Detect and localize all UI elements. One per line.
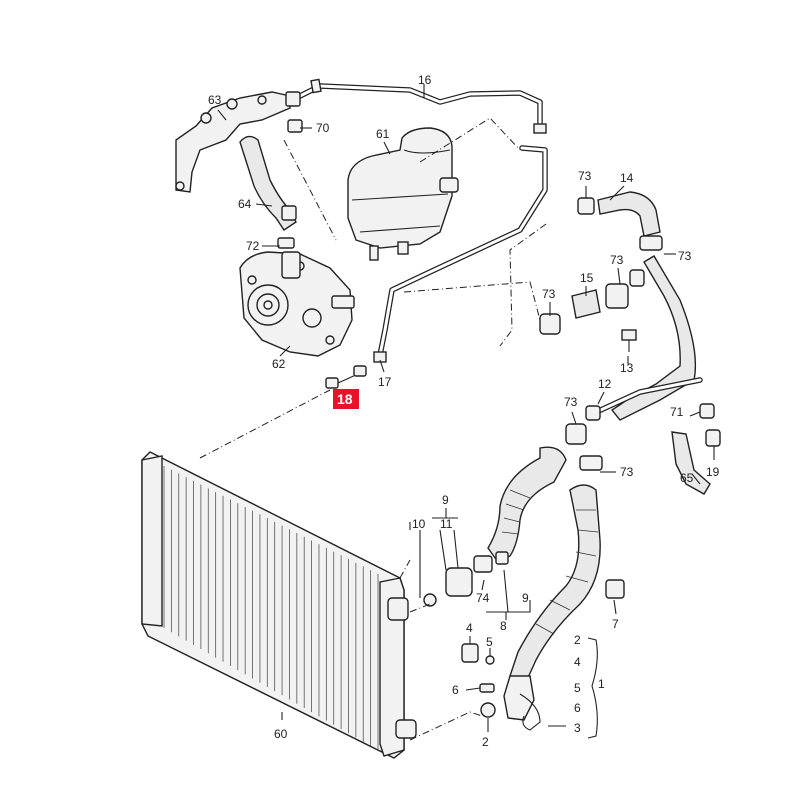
expansion-tank-61 (347, 127, 459, 261)
part-label-60: 60 (274, 727, 288, 741)
part-label-73-f: 73 (620, 465, 634, 479)
part-label-6-b: 6 (574, 701, 581, 715)
part-label-62: 62 (272, 357, 286, 371)
part-label-72: 72 (246, 239, 260, 253)
coolant-pump-62 (239, 251, 355, 357)
part-label-12: 12 (598, 377, 612, 391)
coolant-pipe-17 (373, 145, 548, 363)
part-label-18: 18 (337, 391, 353, 407)
clamp-70 (287, 119, 303, 133)
coolant-hose-64 (239, 135, 297, 249)
coolant-flange-1 (479, 675, 541, 731)
coolant-hose-lower-left (487, 446, 567, 563)
part-label-74: 74 (476, 591, 490, 605)
part-label-5-b: 5 (574, 681, 581, 695)
part-label-19: 19 (706, 465, 720, 479)
radiator-60 (141, 451, 417, 759)
part-label-71: 71 (670, 405, 684, 419)
part-label-4-b: 4 (574, 655, 581, 669)
part-label-73-a: 73 (578, 169, 592, 183)
part-label-13: 13 (620, 361, 634, 375)
part-label-5-a: 5 (486, 635, 493, 649)
part-label-2-b: 2 (574, 633, 581, 647)
coolant-hose-15 (539, 283, 629, 335)
part-label-73-e: 73 (564, 395, 578, 409)
coolant-hose-upper-right (610, 255, 697, 421)
part-label-15: 15 (580, 271, 594, 285)
part-label-73-d: 73 (542, 287, 556, 301)
part-label-64: 64 (238, 197, 252, 211)
assembly-leader-lines (199, 117, 547, 741)
coolant-flange-63 (175, 91, 301, 193)
part-label-6-a: 6 (452, 683, 459, 697)
part-label-1: 1 (598, 677, 605, 691)
part-label-61: 61 (376, 127, 390, 141)
bolt-18 (325, 365, 367, 389)
part-label-3: 3 (574, 721, 581, 735)
part-label-65: 65 (680, 471, 694, 485)
part-label-2-a: 2 (482, 735, 489, 749)
label-leaders (217, 84, 715, 739)
part-label-11: 11 (440, 517, 453, 531)
coolant-hose-lower-right (509, 423, 625, 683)
part-label-16: 16 (418, 73, 432, 87)
coolant-pipe-12 (585, 377, 703, 421)
coolant-hose-14 (577, 191, 663, 251)
part-label-9-a: 9 (442, 493, 449, 507)
part-label-70: 70 (316, 121, 330, 135)
part-label-18-highlight (333, 389, 359, 409)
part-label-8: 8 (500, 619, 507, 633)
part-label-4-a: 4 (466, 621, 473, 635)
part-label-73-b: 73 (678, 249, 692, 263)
coolant-pipe-16 (297, 78, 547, 134)
sensor-group-9 (423, 551, 509, 607)
part-number-labels: 16 63 70 61 64 72 62 17 18 73 14 73 73 1… (208, 73, 720, 749)
part-label-17: 17 (378, 375, 392, 389)
part-label-14: 14 (620, 171, 634, 185)
part-label-9-b: 9 (522, 591, 529, 605)
part-label-10: 10 (412, 517, 426, 531)
part-label-73-c: 73 (610, 253, 624, 267)
part-label-7: 7 (612, 617, 619, 631)
part-label-63: 63 (208, 93, 222, 107)
bolt-13 (621, 329, 637, 352)
coolant-hose-65 (671, 403, 721, 495)
